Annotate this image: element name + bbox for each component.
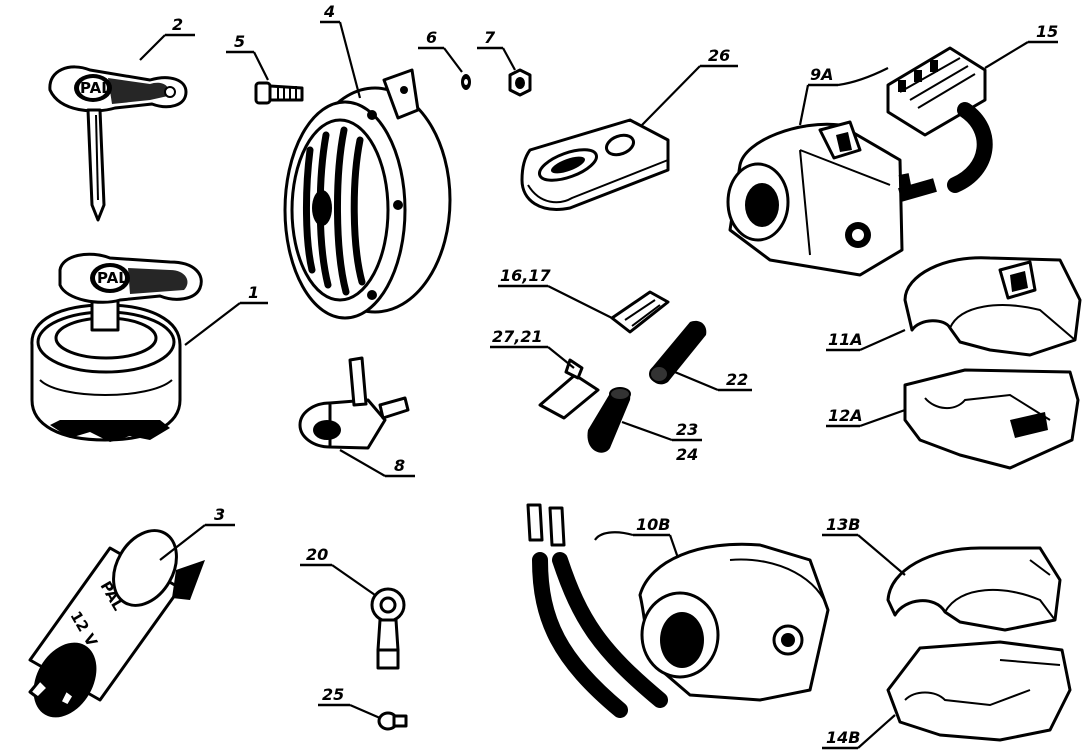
bulb-holder-drawing — [298, 356, 410, 450]
handlebar-switch-10b-drawing — [526, 503, 830, 718]
switch-housing-13b-drawing — [886, 546, 1062, 632]
washer-drawing — [461, 74, 471, 90]
leader-lines — [139, 20, 1058, 750]
callout-labels: 1 2 3 4 5 6 7 8 9A 10B 11A 12A 13B 14B 1… — [172, 2, 1058, 747]
rubber-boot-drawing — [587, 387, 631, 453]
switch-housing-11a-drawing — [903, 256, 1082, 357]
rubber-grommet-drawing — [520, 118, 670, 211]
callout-3: 3 — [214, 505, 225, 524]
callout-13b: 13B — [826, 515, 860, 534]
small-screw-drawing — [377, 711, 408, 731]
bolt-drawing — [254, 81, 304, 105]
callout-24: 24 — [676, 445, 698, 464]
callout-16-17: 16,17 — [500, 266, 551, 285]
nut-drawing — [508, 68, 532, 97]
callout-1: 1 — [248, 283, 259, 302]
callout-5: 5 — [234, 32, 245, 51]
callout-14b: 14B — [826, 728, 860, 747]
callout-2: 2 — [172, 15, 183, 34]
ignition-switch-drawing: PAL — [30, 252, 203, 442]
rubber-sleeve-drawing — [649, 320, 707, 385]
callout-15: 15 — [1036, 22, 1058, 41]
callout-20: 20 — [306, 545, 328, 564]
key-brand-text: PAL — [80, 79, 111, 97]
callout-27-21: 27,21 — [492, 327, 543, 346]
ring-terminal-drawing — [370, 587, 406, 670]
flat-connector-drawing — [610, 290, 670, 334]
horn-drawing — [283, 68, 452, 320]
spade-connector-drawing — [538, 358, 600, 420]
handlebar-switch-9a-drawing — [726, 120, 937, 277]
capacitor-drawing: PAL 12 V — [28, 529, 205, 718]
callout-25: 25 — [322, 685, 344, 704]
callout-7: 7 — [484, 28, 496, 47]
ignition-key-drawing: PAL — [48, 65, 188, 222]
callout-8: 8 — [394, 456, 405, 475]
switch-housing-12a-drawing — [903, 368, 1080, 470]
callout-22: 22 — [726, 370, 748, 389]
callout-23: 23 — [676, 420, 698, 439]
callout-6: 6 — [426, 28, 437, 47]
switch-key-brand-text: PAL — [97, 269, 128, 287]
callout-12a: 12A — [828, 406, 863, 425]
callout-10b: 10B — [636, 515, 670, 534]
switch-housing-14b-drawing — [886, 640, 1072, 742]
callout-11a: 11A — [828, 330, 863, 349]
callout-9a: 9A — [810, 65, 834, 84]
callout-4: 4 — [323, 2, 335, 21]
callout-26: 26 — [708, 46, 730, 65]
connector-plug-drawing — [886, 46, 993, 193]
